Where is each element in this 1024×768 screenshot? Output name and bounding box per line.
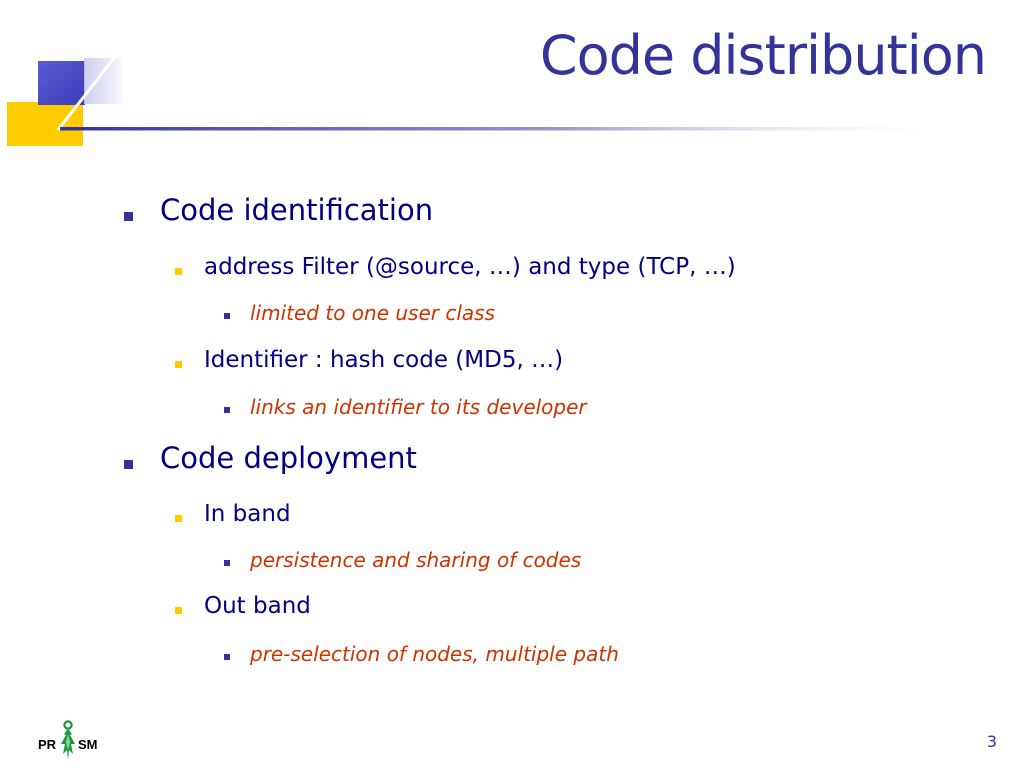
decoration-yellow-block <box>7 102 83 146</box>
logo-text-right: SM <box>78 737 98 752</box>
bullet-text: Code identification <box>160 193 434 227</box>
bullet-text: links an identifier to its developer <box>250 395 587 419</box>
square-bullet-icon <box>175 268 182 275</box>
decoration-diagonal <box>56 39 130 131</box>
person-figure-icon <box>61 720 75 760</box>
square-bullet-icon <box>224 654 230 660</box>
bullet-text: In band <box>204 501 291 527</box>
square-bullet-icon <box>224 560 230 566</box>
bullet-text: persistence and sharing of codes <box>250 548 582 572</box>
decoration-blue-block <box>38 61 85 105</box>
prism-logo: PR SM <box>38 720 118 764</box>
square-bullet-icon <box>224 313 230 319</box>
square-bullet-icon <box>175 361 182 368</box>
page-number: 3 <box>986 732 997 751</box>
square-bullet-icon <box>175 607 182 614</box>
bullet-text: pre-selection of nodes, multiple path <box>250 642 619 666</box>
slide-decoration <box>7 39 970 146</box>
logo-text-left: PR <box>38 737 57 752</box>
bullet-text: address Filter (@source, …) and type (TC… <box>204 254 736 280</box>
square-bullet-icon <box>124 212 133 221</box>
bullet-text: Identifier : hash code (MD5, …) <box>204 347 564 373</box>
bullet-text: Code deployment <box>160 441 417 475</box>
bullet-text: limited to one user class <box>250 301 495 325</box>
square-bullet-icon <box>175 515 182 522</box>
square-bullet-icon <box>224 407 230 413</box>
title-rule <box>60 127 970 131</box>
slide-title: Code distribution <box>539 24 987 87</box>
bullet-text: Out band <box>204 593 311 619</box>
decoration-light-block <box>84 58 122 104</box>
square-bullet-icon <box>124 460 133 469</box>
